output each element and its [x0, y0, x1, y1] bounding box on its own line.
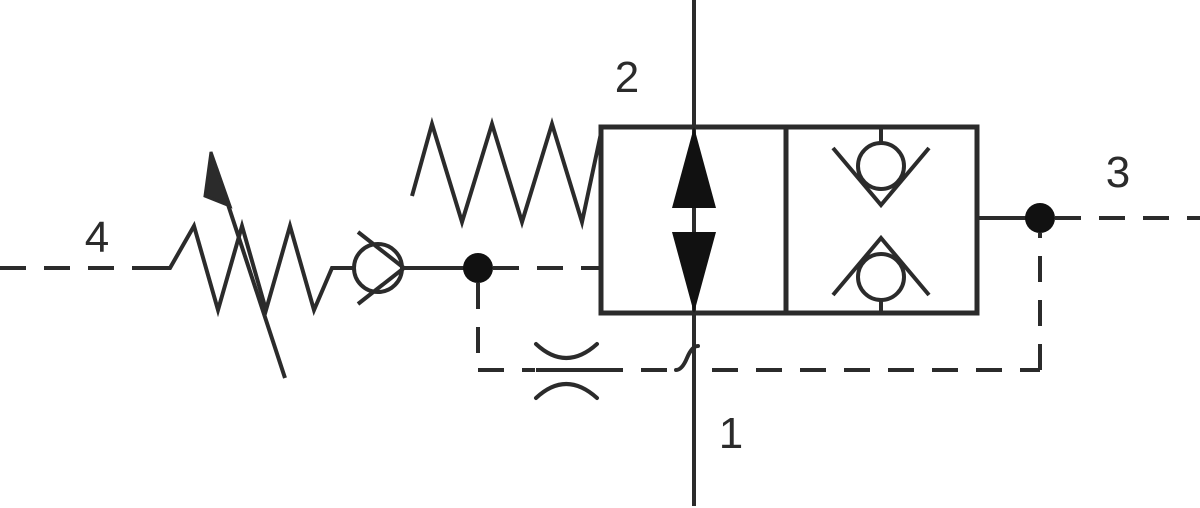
arrow-head-down-icon: [672, 232, 716, 313]
check-valve-upper-seat-icon: [831, 146, 931, 209]
port-label-4: 4: [85, 213, 109, 262]
check-valve-upper-ball-icon: [856, 141, 906, 191]
orifice-arc-lower-icon: [534, 382, 599, 400]
check-valve-lower-seat-icon: [831, 234, 931, 297]
pilot-check-valve-group[interactable]: [352, 230, 408, 306]
junction-pilot-left-dot: [463, 253, 493, 283]
port-label-3: 3: [1106, 148, 1130, 197]
main-valve-body-rect: [598, 124, 980, 316]
adjustment-arrow-head-icon: [203, 151, 233, 209]
junction-port-3-dot: [1025, 203, 1055, 233]
pilot-check-valve-ball-icon: [352, 242, 404, 294]
orifice-arc-upper-icon: [534, 342, 599, 360]
port-label-2: 2: [615, 53, 639, 102]
check-valve-lower-group: [831, 234, 931, 313]
adjustable-spring-coil: [148, 218, 354, 318]
fixed-orifice-group: [534, 342, 599, 400]
main-valve-body-group[interactable]: [598, 124, 980, 316]
adjustable-spring-group[interactable]: [148, 151, 354, 379]
pilot-line-group: [0, 216, 1200, 372]
port-label-1: 1: [719, 409, 743, 458]
pilot-check-valve-seat-icon: [356, 230, 408, 306]
arrow-head-up-icon: [672, 127, 716, 208]
check-valve-lower-ball-icon: [856, 252, 906, 302]
check-valve-upper-group: [831, 127, 931, 209]
throttle-double-arrow-group: [672, 127, 716, 313]
pilot-spring-coil: [410, 116, 603, 230]
